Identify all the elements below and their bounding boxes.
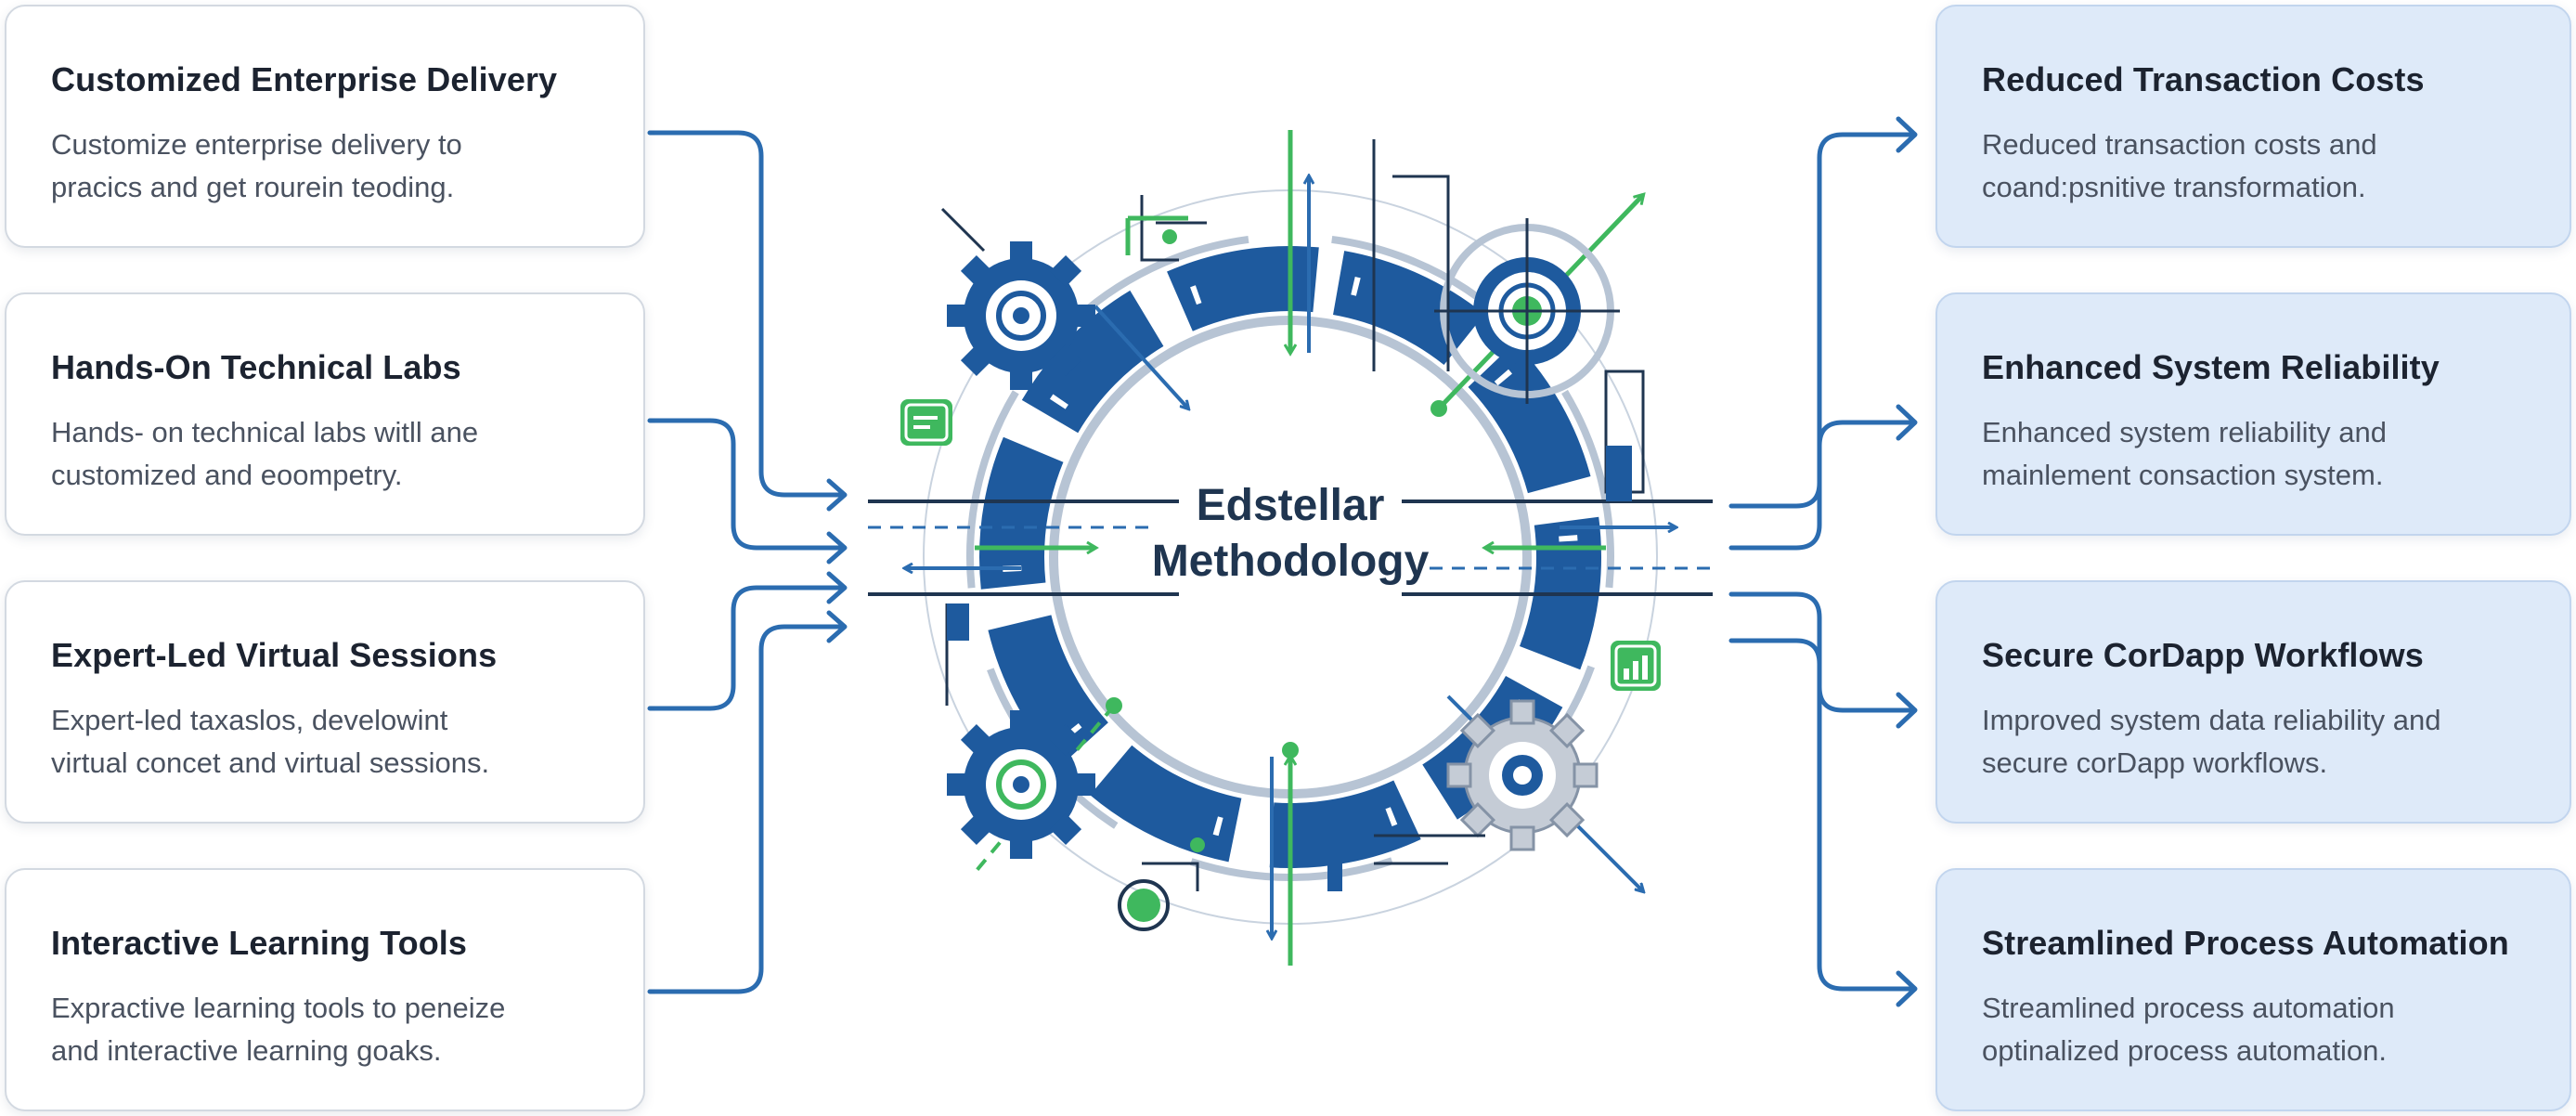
card-description-line: Improved system data reliability and <box>1982 704 2441 736</box>
card-description-line: pracics and get rourein teoding. <box>51 171 455 203</box>
arrow-icon <box>1896 404 1918 441</box>
target-icon <box>1434 218 1620 404</box>
arrow-icon <box>973 704 1116 875</box>
gear-icon <box>947 241 1095 390</box>
arrow-icon <box>1896 116 1918 153</box>
card-title: Secure CorDapp Workflows <box>1982 636 2424 674</box>
decor-nodes <box>1106 229 1447 922</box>
card-description-line: secure corDapp workflows. <box>1982 746 2328 779</box>
card-description-line: Expractive learning tools to peneize <box>51 992 506 1024</box>
card-description: Expert-led taxaslos, develowint virtual … <box>51 699 606 785</box>
left-arrowheads <box>826 478 848 643</box>
card-description: Streamlined process automation optinaliz… <box>1982 987 2532 1072</box>
card-title: Hands-On Technical Labs <box>51 348 461 386</box>
connector-left-4 <box>647 624 846 994</box>
card-description: Expractive learning tools to peneize and… <box>51 987 606 1072</box>
card-description-line: Customize enterprise delivery to <box>51 128 462 161</box>
card-description: Hands- on technical labs witll ane custo… <box>51 411 606 497</box>
card-description-line: Enhanced system reliability and <box>1982 416 2387 448</box>
card-title: Customized Enterprise Delivery <box>51 60 558 98</box>
card-description-line: Reduced transaction costs and <box>1982 128 2377 161</box>
card-description: Customize enterprise delivery to pracics… <box>51 123 606 209</box>
connector-right-4 <box>1728 638 1915 992</box>
arrow-icon <box>1896 692 1918 729</box>
gear-icon <box>947 710 1095 859</box>
chart-icon <box>1611 641 1661 691</box>
card-title: Streamlined Process Automation <box>1982 924 2509 962</box>
right-card-reduced-transaction-costs: Reduced Transaction Costs Reduced transa… <box>1935 5 2571 248</box>
right-card-secure-cordapp-workflows: Secure CorDapp Workflows Improved system… <box>1935 580 2571 824</box>
card-description-line: coand:psnitive transformation. <box>1982 171 2366 203</box>
arrow-icon <box>826 571 848 604</box>
gear-icon <box>1446 699 1599 851</box>
center-label: Edstellar Methodology <box>1077 478 1504 590</box>
card-description-line: Expert-led taxaslos, develowint <box>51 704 448 736</box>
arrow-icon <box>826 478 848 512</box>
decor-bars <box>1125 215 1188 255</box>
card-title: Interactive Learning Tools <box>51 924 468 962</box>
horizontal-bars <box>868 500 1713 596</box>
left-connectors <box>647 130 846 994</box>
card-description-line: Hands- on technical labs witll ane <box>51 416 479 448</box>
arrow-icon <box>1094 305 1188 409</box>
right-card-streamlined-process-automation: Streamlined Process Automation Streamlin… <box>1935 868 2571 1111</box>
left-card-hands-on-technical-labs: Hands-On Technical Labs Hands- on techni… <box>5 292 645 536</box>
card-title: Expert-Led Virtual Sessions <box>51 636 498 674</box>
card-description-line: virtual concet and virtual sessions. <box>51 746 490 779</box>
card-title: Enhanced System Reliability <box>1982 348 2440 386</box>
center-label-line1: Edstellar <box>1196 481 1385 530</box>
arrow-icon <box>1896 970 1918 1007</box>
central-emblem <box>868 130 1713 966</box>
card-description: Reduced transaction costs and coand:psni… <box>1982 123 2532 209</box>
center-label-line2: Methodology <box>1151 537 1430 586</box>
arrow-icon <box>826 531 848 564</box>
left-card-interactive-learning-tools: Interactive Learning Tools Expractive le… <box>5 868 645 1111</box>
connector-left-2 <box>647 418 846 551</box>
right-arrowheads <box>1896 116 1918 1007</box>
card-description-line: optinalized process automation. <box>1982 1034 2387 1067</box>
left-card-customized-enterprise-delivery: Customized Enterprise Delivery Customize… <box>5 5 645 248</box>
connector-left-1 <box>647 130 846 498</box>
arrow-icon <box>826 610 848 643</box>
right-connectors <box>1728 132 1915 992</box>
document-icon <box>900 399 952 446</box>
card-title: Reduced Transaction Costs <box>1982 60 2425 98</box>
connector-left-3 <box>647 585 846 711</box>
card-description-line: customized and eoompetry. <box>51 459 403 491</box>
right-card-enhanced-system-reliability: Enhanced System Reliability Enhanced sys… <box>1935 292 2571 536</box>
card-description-line: Streamlined process automation <box>1982 992 2395 1024</box>
card-description-line: mainlement consaction system. <box>1982 459 2384 491</box>
card-description: Improved system data reliability and sec… <box>1982 699 2532 785</box>
card-description: Enhanced system reliability and mainleme… <box>1982 411 2532 497</box>
connector-right-2 <box>1728 420 1915 551</box>
decor-rects <box>947 446 1632 891</box>
card-description-line: and interactive learning goaks. <box>51 1034 442 1067</box>
connector-right-1 <box>1728 132 1915 509</box>
left-card-expert-led-virtual-sessions: Expert-Led Virtual Sessions Expert-led t… <box>5 580 645 824</box>
